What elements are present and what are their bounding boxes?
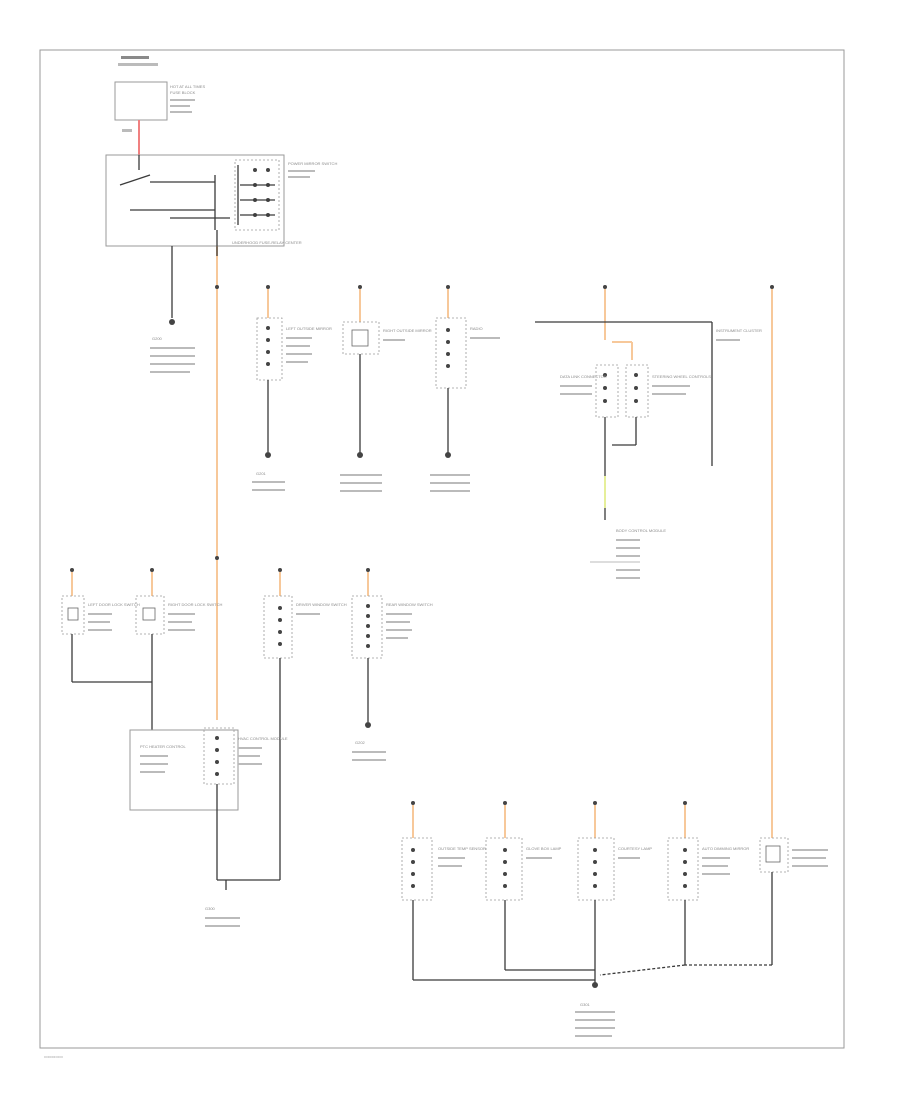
glove-box-lamp: GLOVE BOX LAMP (485, 801, 595, 971)
power-mirror-switch-label: POWER MIRROR SWITCH (288, 161, 337, 166)
right-accessory-module (685, 790, 828, 966)
left-door-lock-label: LEFT DOOR LOCK SWITCH (88, 602, 140, 607)
underhood-label: UNDERHOOD FUSE-RELAY CENTER (232, 240, 302, 245)
right-mirror-label: RIGHT OUTSIDE MIRROR (383, 328, 432, 333)
ground-g201-label: G201 (256, 471, 267, 476)
right-door-lock-label: RIGHT DOOR LOCK SWITCH (168, 602, 222, 607)
auto-dimming-mirror: AUTO DIMMING MIRROR (599, 801, 749, 976)
driver-window-label: DRIVER WINDOW SWITCH (296, 602, 347, 607)
radio-label: RADIO (470, 326, 483, 331)
fuse-block-label: HOT AT ALL TIMES (170, 84, 205, 89)
instrument-cluster-module: INSTRUMENT CLUSTER DATA LINK CONNECTOR S… (535, 285, 762, 579)
ptc-heater-control: PTC HEATER CONTROL HVAC CONTROL MODULE G… (129, 727, 288, 927)
bcm-label: BODY CONTROL MODULE (616, 528, 666, 533)
outside-temp-label: OUTSIDE TEMP SENSOR (438, 846, 486, 851)
glove-box-label: GLOVE BOX LAMP (526, 846, 562, 851)
right-mirror-module: RIGHT OUTSIDE MIRROR (340, 285, 432, 492)
steering-controls-label: STEERING WHEEL CONTROLS (652, 374, 711, 379)
courtesy-lamp-label: COURTESY LAMP (618, 846, 652, 851)
outside-temp-sensor: OUTSIDE TEMP SENSOR (401, 801, 595, 981)
rear-window-switch: REAR WINDOW SWITCH G202 (351, 568, 433, 761)
auto-dimming-label: AUTO DIMMING MIRROR (702, 846, 749, 851)
ground-g200-label: G200 (152, 336, 163, 341)
left-door-lock-switch: LEFT DOOR LOCK SWITCH (61, 568, 152, 683)
fuse-block-sub: FUSE BLOCK (170, 90, 196, 95)
ptc-heater-label: PTC HEATER CONTROL (140, 744, 186, 749)
driver-window-switch: DRIVER WINDOW SWITCH (240, 568, 347, 881)
ground-g300-label: G300 (205, 906, 216, 911)
footer-code: ▭▭▭▭▭ (44, 1054, 63, 1059)
power-mirror-switch: POWER MIRROR SWITCH UNDERHOOD FUSE-RELAY… (105, 154, 337, 247)
radio-module: RADIO (430, 285, 500, 492)
left-mirror-module: LEFT OUTSIDE MIRROR G201 (252, 285, 332, 491)
right-door-lock-switch: RIGHT DOOR LOCK SWITCH (135, 568, 222, 730)
left-mirror-label: LEFT OUTSIDE MIRROR (286, 326, 332, 331)
hvac-module-label: HVAC CONTROL MODULE (238, 736, 288, 741)
ground-g301-label: G301 (580, 1002, 591, 1007)
ground-g200: G200 (150, 246, 195, 373)
ground-g301: G301 (575, 982, 615, 1037)
fuse-block-group: HOT AT ALL TIMES FUSE BLOCK (114, 56, 205, 155)
data-link-label: DATA LINK CONNECTOR (560, 374, 607, 379)
diagram-border (39, 49, 845, 1049)
ground-g202-label: G202 (355, 740, 366, 745)
rear-window-label: REAR WINDOW SWITCH (386, 602, 433, 607)
instrument-cluster-label: INSTRUMENT CLUSTER (716, 328, 762, 333)
courtesy-lamp: COURTESY LAMP (577, 801, 652, 985)
